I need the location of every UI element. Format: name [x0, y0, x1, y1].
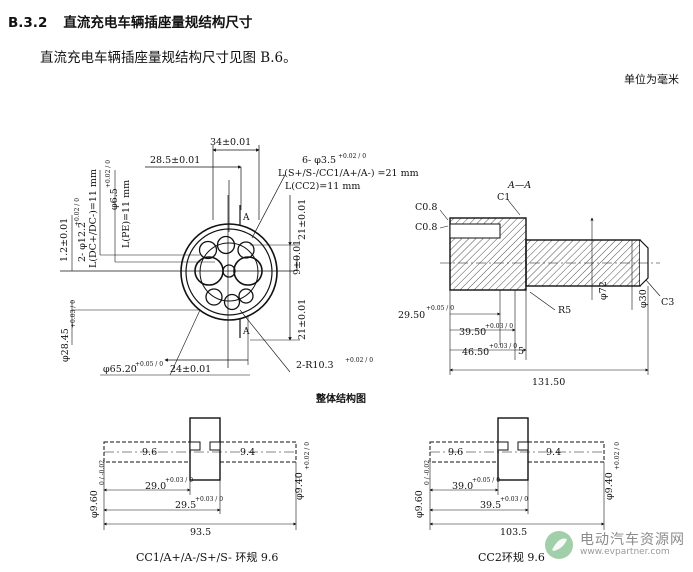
cc1-dim-29-5: 29.5 [175, 500, 196, 511]
dia-28-45: φ28.45 [60, 328, 71, 362]
dia-30: φ30 [638, 289, 649, 308]
watermark-url: www.evpartner.com [580, 546, 670, 557]
label-r5: R5 [558, 305, 571, 316]
dim-1-2: 1.2±0.01 [59, 218, 70, 262]
dim-39-50-tol: +0.03 / 0 [485, 323, 513, 330]
cc2-caption: CC2环规 9.6 [478, 550, 545, 564]
label-c0-8-top: C0.8 [415, 202, 437, 213]
cc1-dia-right-tol: +0.02 / 0 [304, 442, 311, 470]
cc2-right-seg: 9.4 [546, 447, 561, 458]
radius-2-label: 2-R10.3 [296, 360, 334, 371]
len-l-dcp: L(S+/S-/CC1/A+/A-) =21 mm [278, 168, 419, 179]
holes-2-tol: +0.02 / 0 [74, 198, 81, 226]
cc1-dim-29: 29.0 [145, 481, 166, 492]
cc1-dia-right: φ9.40 [294, 472, 305, 500]
cc1-total: 93.5 [190, 527, 211, 538]
site-watermark: 电动汽车资源网 www.evpartner.com [544, 530, 685, 560]
hole-pe-tol: +0.02 / 0 [105, 160, 112, 188]
cc2-dim-39-5: 39.5 [480, 500, 501, 511]
dim-21-bottom: 21±0.01 [297, 299, 308, 340]
cc1-dia-left: φ9.60 [89, 490, 100, 518]
dim-28-5: 28.5±0.01 [150, 155, 200, 166]
dim-5: 5 [518, 346, 524, 357]
cc2-dia-left: φ9.60 [414, 490, 425, 518]
gauge-cc2-drawing [429, 417, 605, 530]
holes-6-tol: +0.02 / 0 [338, 153, 366, 160]
cc2-dim-39-5-tol: +0.03 / 0 [500, 496, 528, 503]
cc1-dim-29-5-tol: +0.03 / 0 [195, 496, 223, 503]
overall-caption: 整体结构图 [315, 392, 366, 405]
hole-pe-label: φ6.5 [109, 188, 120, 210]
section-mark-bottom: A [242, 327, 250, 337]
dim-46-50: 46.50 [462, 347, 489, 358]
section-view [439, 199, 661, 375]
watermark-name: 电动汽车资源网 [580, 531, 685, 548]
holes-2-label: 2- φ12.2 [77, 222, 88, 262]
radius-2-tol: +0.02 / 0 [345, 357, 373, 364]
dim-29-50: 29.50 [398, 310, 425, 321]
unit-note: 单位为毫米 [624, 73, 679, 86]
label-c0-8-mid: C0.8 [415, 222, 437, 233]
holes-6-label: 6- φ3.5 [302, 155, 336, 166]
cc1-dim-29-tol: +0.03 / 0 [165, 477, 193, 484]
cc2-dia-right: φ9.40 [604, 472, 615, 500]
cc2-dia-right-tol: +0.02 / 0 [614, 442, 621, 470]
dia-72: φ72 [598, 281, 609, 300]
cc2-dim-39: 39.0 [452, 481, 473, 492]
label-c1: C1 [497, 192, 510, 203]
cc1-left-seg: 9.6 [142, 447, 157, 458]
leaf-logo-icon [545, 531, 573, 559]
cc1-caption: CC1/A+/A-/S+/S- 环规 9.6 [136, 550, 278, 564]
section-view-labels: A—A C1 C0.8 C0.8 29.50 +0.05 / 0 39.50 +… [398, 180, 674, 388]
dim-9: 9±0.01 [292, 240, 303, 275]
dia-65-20-tol: +0.05 / 0 [135, 361, 163, 368]
front-view [60, 145, 300, 376]
dim-46-50-tol: +0.03 / 0 [489, 343, 517, 350]
intro-paragraph: 直流充电车辆插座量规结构尺寸见图 B.6。 [40, 50, 297, 66]
section-number: B.3.2 [8, 15, 48, 31]
cc2-dia-left-tol: 0 / -0.02 [424, 460, 431, 485]
dim-total-131-50: 131.50 [532, 377, 565, 388]
len-l-pe: L(PE)=11 mm [121, 180, 132, 248]
len-l-dc: L(DC+/DC-)=11 mm [88, 169, 99, 268]
cc1-dia-left-tol: 0 / -0.02 [99, 460, 106, 485]
dim-29-50-tol: +0.05 / 0 [426, 305, 454, 312]
dim-39-50: 39.50 [459, 327, 486, 338]
gauge-cc1-labels: 9.6 9.4 29.0 +0.03 / 0 29.5 +0.03 / 0 93… [89, 442, 311, 564]
len-l-cc2: L(CC2)=11 mm [285, 181, 360, 192]
section-title: 直流充电车辆插座量规结构尺寸 [63, 15, 253, 31]
cc1-right-seg: 9.4 [240, 447, 255, 458]
front-view-labels: 34±0.01 28.5±0.01 6- φ3.5 +0.02 / 0 L(S+… [59, 137, 419, 375]
dim-21-top: 21±0.01 [297, 199, 308, 240]
cc2-left-seg: 9.6 [448, 447, 463, 458]
section-title-aa: A—A [507, 180, 531, 191]
section-heading: B.3.2 直流充电车辆插座量规结构尺寸 [8, 11, 252, 31]
dia-65-20: φ65.20 [103, 364, 137, 375]
gauge-cc1-drawing [103, 417, 297, 530]
dim-24: 24±0.01 [170, 364, 211, 375]
dim-34: 34±0.01 [210, 137, 251, 148]
label-c3: C3 [661, 297, 674, 308]
dia-28-45-tol: +0.03 / 0 [70, 300, 77, 328]
section-mark-top: A [242, 213, 250, 223]
gauge-cc2-labels: 9.6 9.4 39.0 +0.05 / 0 39.5 +0.03 / 0 10… [414, 442, 621, 564]
cc2-total: 103.5 [500, 527, 527, 538]
cc2-dim-39-tol: +0.05 / 0 [472, 477, 500, 484]
